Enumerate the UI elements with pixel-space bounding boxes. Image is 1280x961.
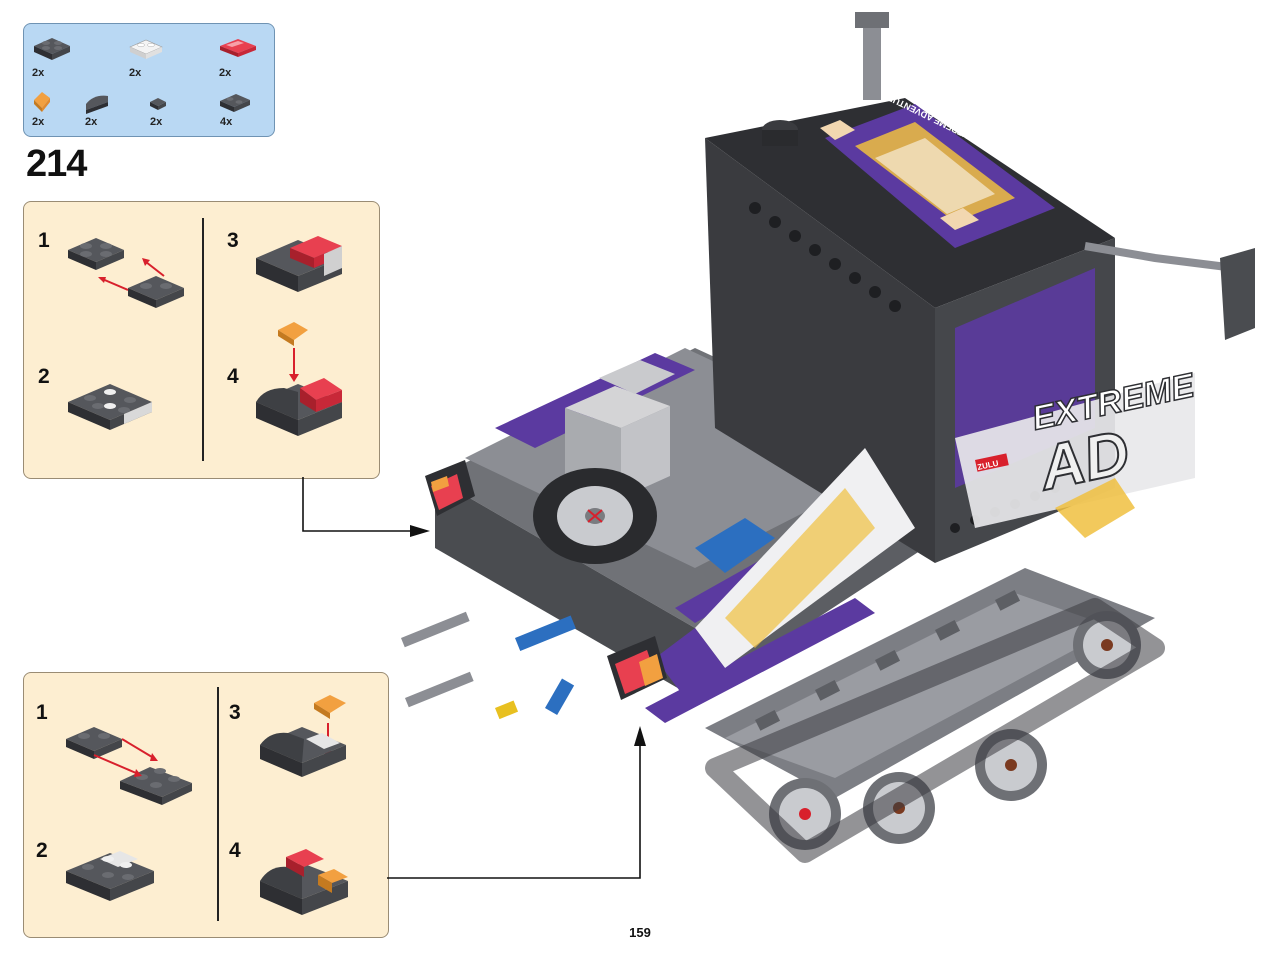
substep-divider	[217, 687, 219, 921]
part-qty: 4x	[220, 116, 233, 128]
substep-4-illustration	[256, 322, 342, 436]
tail-light-lower	[607, 636, 667, 700]
part-plate-white	[129, 39, 163, 59]
substep-3-illustration	[256, 236, 342, 292]
part-slope-trans-orange	[34, 92, 50, 112]
subassembly-panel-bottom: 1 2 3 4	[23, 672, 389, 938]
front-decal-small: ZULU	[977, 459, 1000, 472]
callout-line-top	[302, 477, 414, 532]
tail-light-upper	[425, 460, 475, 516]
seat-blue	[695, 518, 775, 573]
callout-line-bottom	[387, 742, 641, 879]
substep-number: 4	[229, 839, 241, 862]
substep-number: 3	[229, 701, 241, 724]
track-right-rear	[705, 568, 1165, 863]
part-qty: 2x	[219, 67, 232, 79]
vehicle-model-illustration: EXTREME ADVENTURE SUPPORT EXTREME AD ZUL…	[400, 12, 1255, 863]
parts-list-panel: 2x 2x 2x 2x 2x 2x 4x	[23, 23, 275, 137]
part-qty: 2x	[32, 116, 45, 128]
part-qty: 2x	[150, 116, 163, 128]
substep-4-illustration	[260, 849, 348, 915]
callout-arrow-top	[410, 525, 430, 537]
page-number: 159	[629, 925, 651, 940]
side-window-decal	[655, 448, 915, 698]
substep-3-illustration	[260, 695, 346, 777]
substep-2-illustration	[68, 384, 152, 430]
substep-number: 1	[36, 701, 48, 724]
part-plate-1x2	[220, 94, 250, 112]
substep-number: 1	[38, 229, 50, 252]
substep-divider	[202, 218, 204, 461]
part-qty: 2x	[32, 67, 45, 79]
substep-number: 4	[227, 365, 239, 388]
subassembly-top-graphics	[68, 236, 342, 436]
part-plate-dark-gray	[34, 38, 70, 60]
substep-1-illustration	[68, 238, 184, 308]
substep-1-illustration	[66, 727, 192, 805]
step-number: 214	[26, 143, 87, 185]
substep-number: 2	[36, 839, 48, 862]
part-tile-1x1	[150, 98, 166, 110]
substep-2-illustration	[66, 851, 154, 901]
part-qty: 2x	[85, 116, 98, 128]
rear-pins	[400, 611, 576, 720]
callout-arrow-bottom	[634, 726, 646, 746]
substep-number: 3	[227, 229, 239, 252]
spare-wheel	[533, 468, 657, 564]
part-tile-trans-red	[220, 39, 256, 57]
substep-number: 2	[38, 365, 50, 388]
part-qty: 2x	[129, 67, 142, 79]
subassembly-bottom-graphics	[66, 695, 348, 915]
part-curved-slope	[86, 95, 108, 114]
subassembly-panel-top: 1 2 3 4	[23, 201, 380, 479]
parts-list-graphics	[34, 38, 256, 114]
